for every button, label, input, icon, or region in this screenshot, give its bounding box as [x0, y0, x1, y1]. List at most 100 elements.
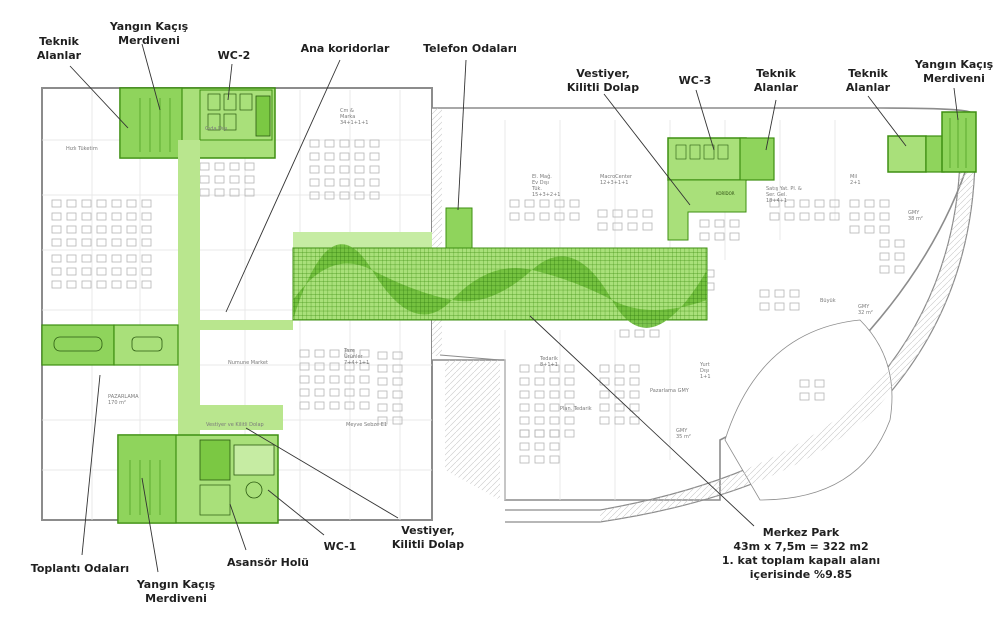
desk — [564, 429, 575, 438]
desk — [377, 351, 388, 360]
desk — [614, 403, 625, 412]
desk — [564, 377, 575, 386]
room-meyve-sebze: Meyve Sebze E1 — [346, 422, 387, 428]
desk — [569, 199, 580, 208]
desk — [534, 442, 545, 451]
desk — [534, 455, 545, 464]
desk — [66, 238, 77, 247]
desk — [729, 219, 740, 228]
desk — [309, 191, 320, 200]
desk — [339, 165, 350, 174]
desk — [392, 364, 403, 373]
desk — [314, 349, 325, 358]
desk — [774, 289, 785, 298]
label-wc1: WC-1 — [323, 540, 357, 553]
desk — [829, 212, 840, 221]
desk — [81, 280, 92, 289]
desk — [329, 362, 340, 371]
desk — [66, 267, 77, 276]
desk — [299, 349, 310, 358]
desk — [126, 199, 137, 208]
room-satis-yat: Satış Yat. Pl. &Ser. Gel.18+4+1 — [766, 186, 802, 204]
desk — [309, 139, 320, 148]
desk — [359, 362, 370, 371]
desk — [111, 267, 122, 276]
desk — [339, 152, 350, 161]
desk — [81, 267, 92, 276]
desk — [299, 375, 310, 384]
desk — [864, 225, 875, 234]
desk — [699, 219, 710, 228]
desk — [111, 254, 122, 263]
desk — [51, 254, 62, 263]
desk — [634, 329, 645, 338]
desk — [126, 212, 137, 221]
desk — [569, 212, 580, 221]
desk — [534, 377, 545, 386]
desk — [329, 349, 340, 358]
desk — [111, 280, 122, 289]
desk — [519, 455, 530, 464]
desk — [519, 390, 530, 399]
label-yangin-kacis-top-left: Yangın Kaçış Merdiveni — [109, 20, 189, 47]
desk — [81, 238, 92, 247]
room-vestiyer-mid: Vestiyer ve Kilitli Dolap — [206, 422, 264, 428]
desk — [799, 212, 810, 221]
desk — [849, 199, 860, 208]
desk — [141, 212, 152, 221]
desk — [534, 390, 545, 399]
desk — [309, 178, 320, 187]
label-toplanti-odalari: Toplantı Odaları — [30, 562, 130, 575]
desk — [549, 403, 560, 412]
room-pazarlama-gmy: Pazarlama GMY — [650, 388, 690, 394]
desk — [539, 199, 550, 208]
desk — [344, 349, 355, 358]
desk — [392, 416, 403, 425]
label-ana-koridorlar: Ana koridorlar — [300, 42, 390, 55]
desk — [324, 191, 335, 200]
desk — [141, 199, 152, 208]
desk — [814, 199, 825, 208]
desk — [392, 377, 403, 386]
label-telefon-odalari: Telefon Odaları — [423, 42, 517, 55]
desk — [299, 362, 310, 371]
desk — [789, 302, 800, 311]
desk — [629, 364, 640, 373]
desk — [354, 139, 365, 148]
desk — [642, 209, 653, 218]
desk — [849, 212, 860, 221]
desk — [314, 362, 325, 371]
desk — [96, 225, 107, 234]
desk — [324, 139, 335, 148]
label-teknik-alanlar-left: Teknik Alanlar — [36, 35, 82, 62]
desk — [649, 329, 660, 338]
desk — [614, 416, 625, 425]
desk — [524, 212, 535, 221]
desk — [769, 212, 780, 221]
desk — [244, 188, 255, 197]
desk — [627, 222, 638, 231]
desk — [66, 225, 77, 234]
desk — [597, 209, 608, 218]
desk — [96, 212, 107, 221]
desk — [377, 377, 388, 386]
desk — [51, 199, 62, 208]
desk — [539, 212, 550, 221]
desk — [214, 188, 225, 197]
desk — [354, 191, 365, 200]
desk — [564, 403, 575, 412]
desk — [759, 289, 770, 298]
desk — [354, 152, 365, 161]
desk — [519, 403, 530, 412]
ramp-hatch-left — [432, 108, 442, 356]
desk — [229, 175, 240, 184]
